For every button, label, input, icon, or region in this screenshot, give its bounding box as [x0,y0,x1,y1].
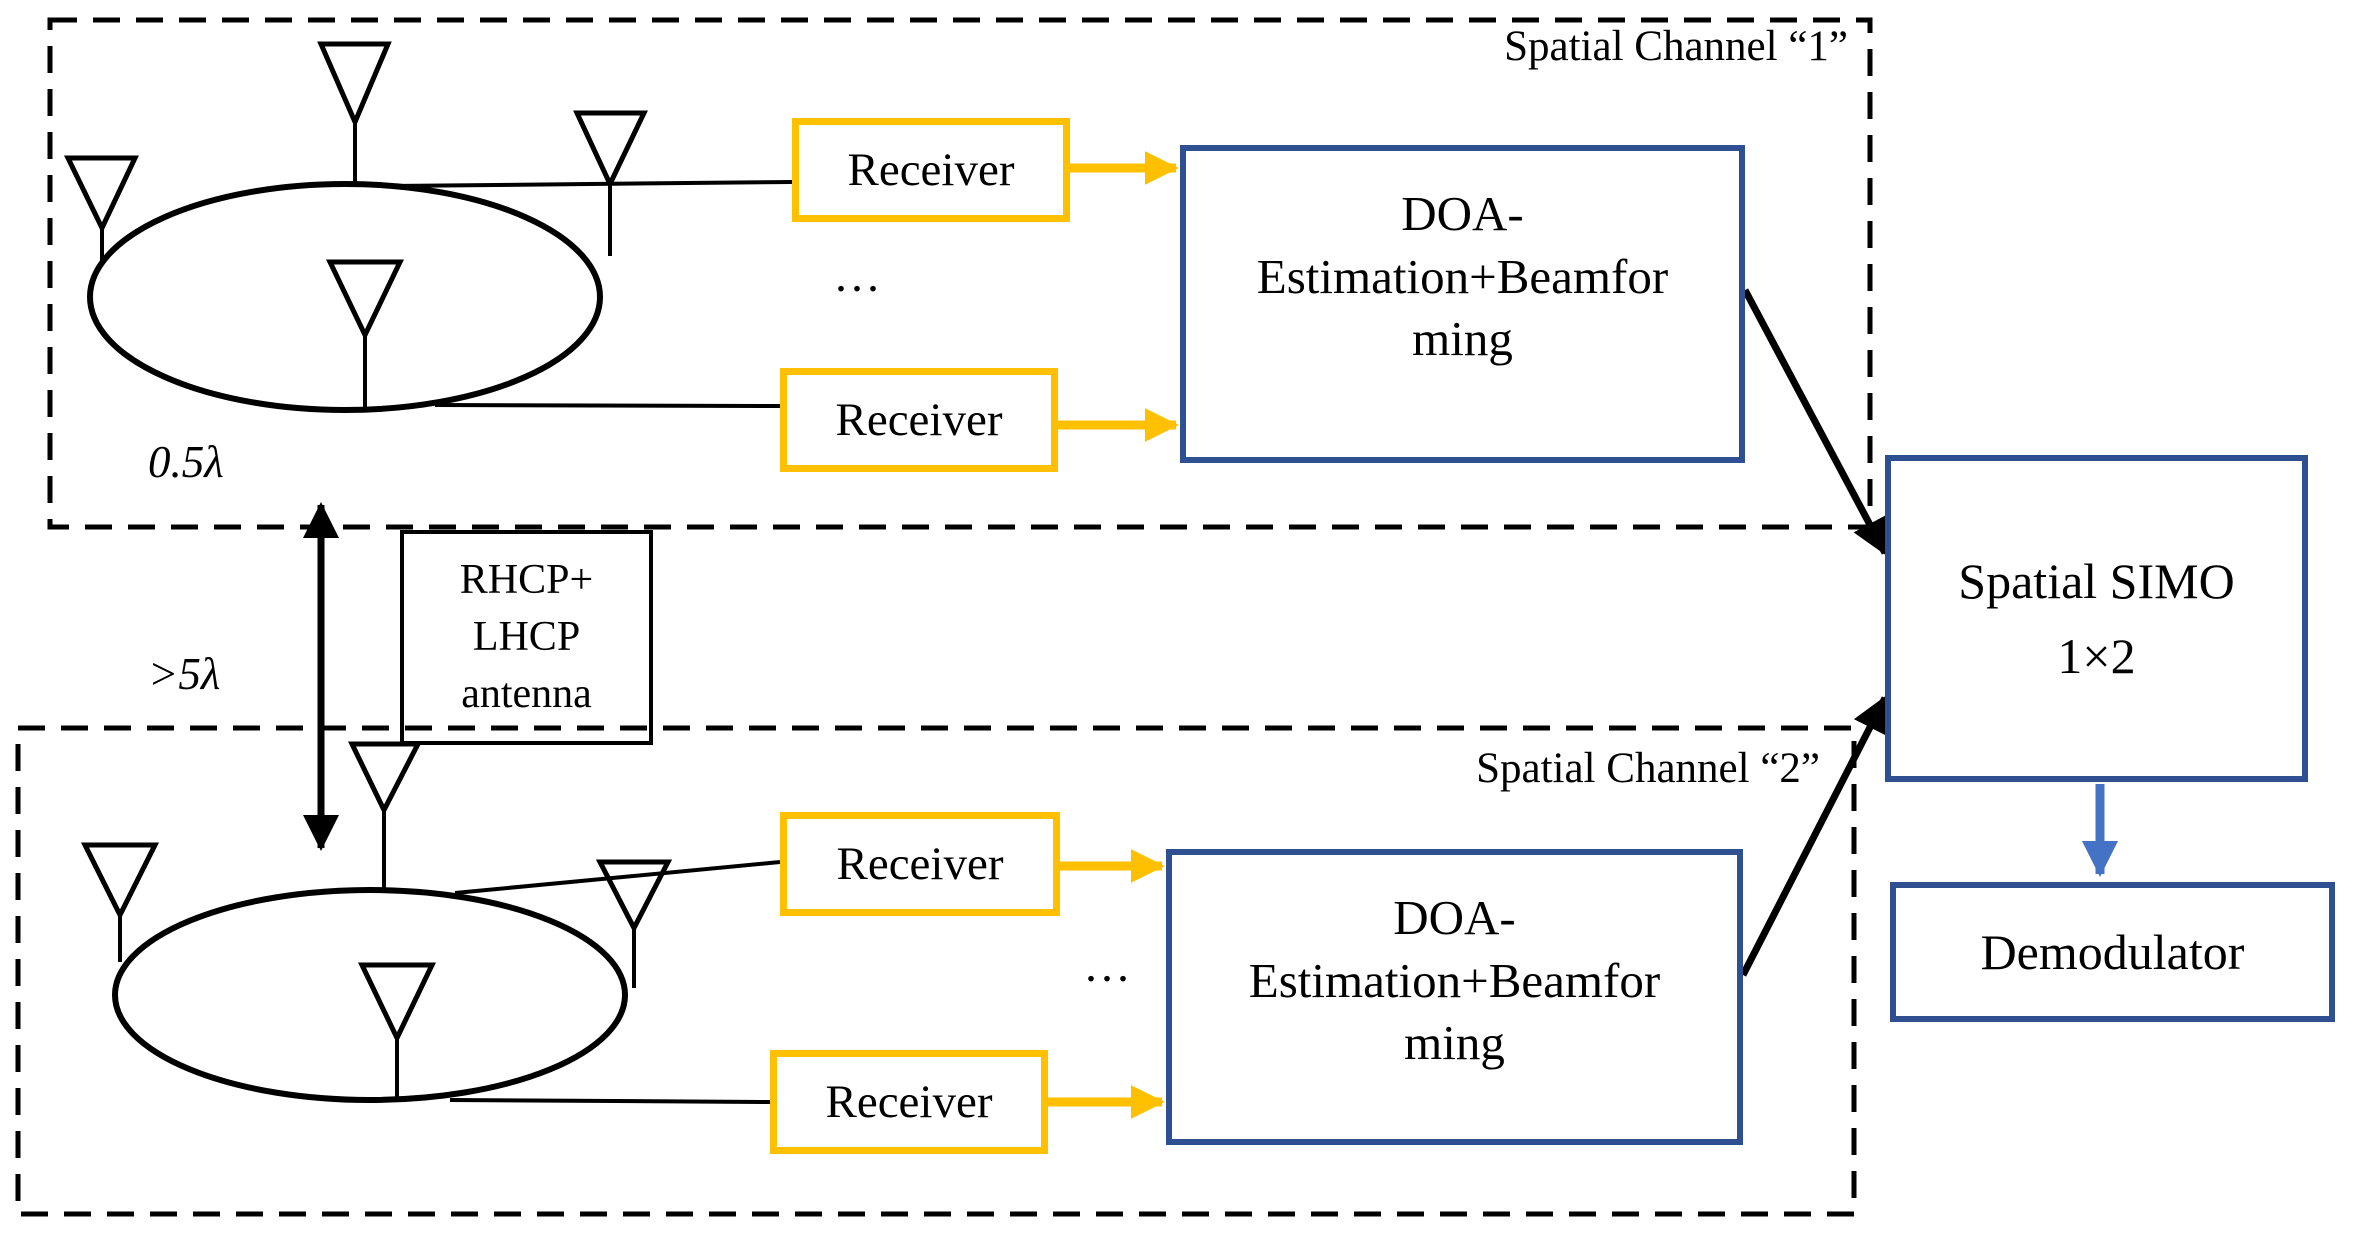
demodulator-label: Demodulator [1980,924,2245,980]
channel-1-title: Spatial Channel “1” [1504,23,1848,70]
doa1-line1: DOA- [1401,186,1524,241]
doa1-to-simo-arrow [1741,288,1889,556]
receiver-ellipsis-1: ... [835,249,883,302]
receiver-4-label: Receiver [825,1076,993,1128]
receiver-ellipsis-2: ... [1085,939,1133,992]
channel-1-boundary [47,17,1873,530]
element-spacing-label: 0.5λ [148,437,224,487]
antenna-icon [358,962,436,1100]
array2-to-receiver4-line [449,1098,771,1104]
antenna-icon [326,259,404,410]
array1-to-receiver2-line [434,403,781,408]
channel-2-boundary [15,725,1857,1217]
antenna-array-2-ellipse [112,887,628,1103]
antenna-icon [595,859,673,988]
doa2-line2: Estimation+Beamfor [1248,952,1661,1008]
demodulator-box: Demodulator [1890,882,2335,1022]
antenna-icon [64,155,139,264]
doa-beamforming-box-1: DOA- Estimation+Beamfor ming [1180,145,1745,463]
receiver-1-label: Receiver [847,144,1015,196]
receiver-3-label: Receiver [836,838,1004,890]
antenna-icon [348,741,423,891]
doa1-line2: Estimation+Beamfor [1256,248,1669,304]
rhcp-line3: antenna [461,670,592,717]
array-separation-label: >5λ [148,649,221,699]
rhcp-line2: LHCP [472,614,581,661]
receiver-box-1: Receiver [792,118,1070,222]
channel-2-title: Spatial Channel “2” [1476,745,1820,792]
receiver-box-4: Receiver [770,1050,1048,1154]
antenna-icon [80,842,160,962]
array1-to-receiver1-line [389,180,793,188]
rhcp-line1: RHCP+ [459,557,594,604]
doa2-line1: DOA- [1393,890,1516,945]
receiver-box-3: Receiver [780,812,1060,916]
simo-line2: 1×2 [2057,627,2136,684]
doa2-line3: ming [1404,1015,1505,1071]
simo-line1: Spatial SIMO [1958,552,2235,609]
doa2-to-simo-arrow [1739,695,1889,977]
spatial-simo-box: Spatial SIMO 1×2 [1885,455,2308,782]
receiver-box-2: Receiver [780,368,1058,472]
antenna-icon [573,110,648,256]
antenna-array-1-ellipse [87,181,603,413]
rhcp-lhcp-antenna-box: RHCP+ LHCP antenna [400,530,653,745]
antenna-icon [317,41,392,186]
doa-beamforming-box-2: DOA- Estimation+Beamfor ming [1166,849,1743,1145]
doa1-line3: ming [1412,311,1513,367]
array2-to-receiver3-line [454,860,781,895]
receiver-2-label: Receiver [835,394,1003,446]
